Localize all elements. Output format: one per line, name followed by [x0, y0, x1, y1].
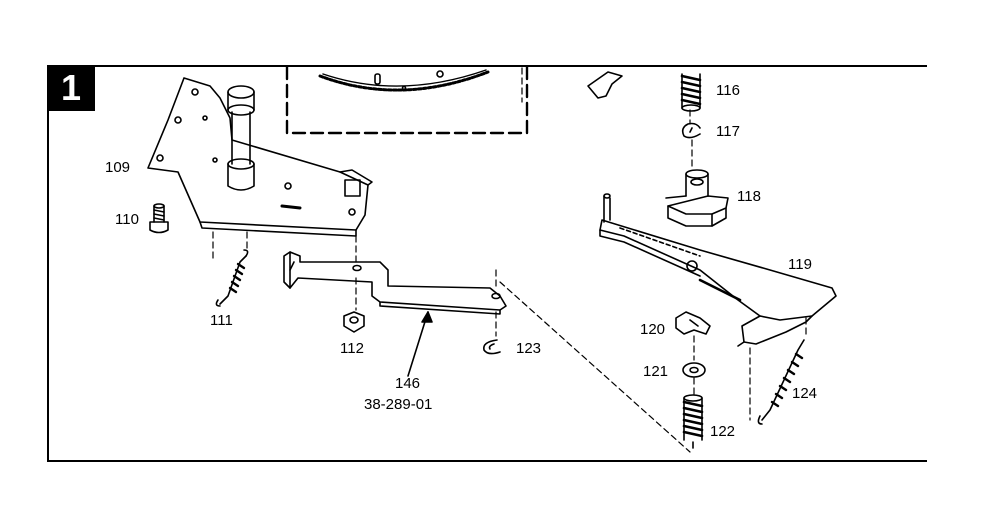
callout-124: 124 [792, 385, 818, 402]
part-120-clip [676, 312, 710, 334]
assembly-leader-lines [213, 68, 806, 452]
callout-118: 118 [737, 188, 761, 205]
part-146-lever [284, 252, 506, 314]
callout-arrow-146 [408, 312, 432, 376]
part-119-arm-plate [600, 194, 836, 346]
part-110-screw [150, 204, 168, 233]
part-109-bracket-plate [148, 78, 372, 236]
callout-120: 120 [640, 321, 666, 338]
callout-117: 117 [716, 123, 740, 140]
part-117-e-clip [683, 124, 700, 138]
callout-116: 116 [716, 82, 740, 99]
panel-number-badge: 1 [47, 65, 95, 111]
diagram-frame [47, 65, 927, 462]
callout-111: 111 [210, 312, 233, 329]
callout-146: 146 [395, 375, 421, 392]
callout-119: 119 [788, 256, 812, 273]
part-123-e-clip [484, 340, 500, 354]
callout-112: 112 [340, 340, 364, 357]
part-112-nut [344, 312, 364, 332]
part-111-spring [216, 250, 247, 306]
arm-fragment [588, 72, 622, 98]
part-124-spring [758, 340, 804, 424]
callout-121: 121 [643, 363, 669, 380]
part-121-washer [683, 363, 705, 377]
callout-122: 122 [710, 423, 736, 440]
callout-110: 110 [115, 211, 139, 228]
gear-inset-detail [287, 67, 527, 133]
part-116-spring [682, 74, 700, 111]
part-122-spring [684, 395, 702, 448]
callout-146-part-number: 38-289-01 [364, 396, 433, 413]
callout-123: 123 [516, 340, 542, 357]
part-118-bracket [666, 170, 728, 226]
callout-109: 109 [105, 159, 131, 176]
